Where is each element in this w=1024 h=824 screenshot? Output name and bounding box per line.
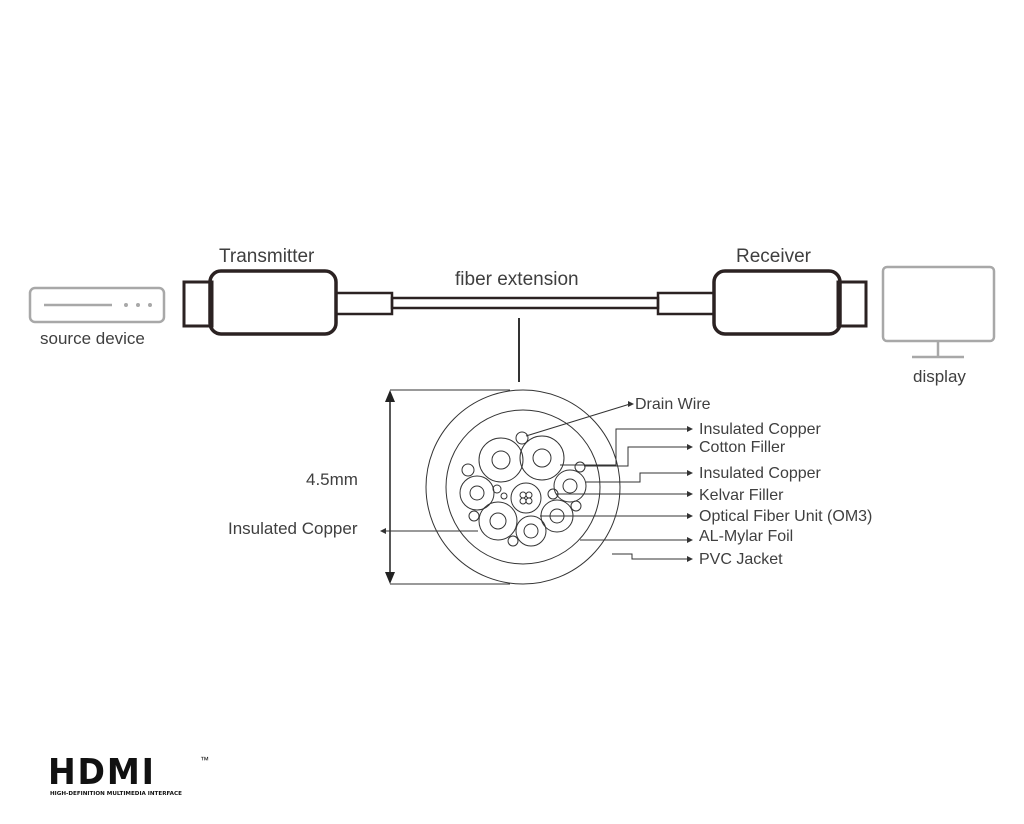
receiver-connector [656, 269, 868, 336]
kelvar-filler-label: Kelvar Filler [699, 487, 784, 504]
diameter-dimension [385, 389, 510, 585]
hdmi-trademark: ™ [200, 755, 209, 765]
insulated-copper-label-2: Insulated Copper [699, 465, 822, 482]
pvc-jacket-label: PVC Jacket [699, 551, 783, 568]
callout-arrowheads [628, 401, 693, 562]
hdmi-wordmark: HDMI [48, 752, 156, 794]
source-device-label: source device [40, 329, 145, 348]
hdmi-logo: HDMI ™ HIGH-DEFINITION MULTIMEDIA INTERF… [48, 752, 209, 797]
transmitter-label: Transmitter [219, 246, 315, 267]
diameter-label: 4.5mm [306, 470, 358, 489]
callout-leaders [525, 403, 688, 560]
transmitter-connector [182, 269, 394, 336]
cable-cross-section [425, 389, 621, 585]
display-label: display [913, 367, 966, 386]
al-mylar-foil-label: AL-Mylar Foil [699, 528, 793, 545]
cotton-filler-label: Cotton Filler [699, 439, 786, 456]
receiver-label: Receiver [736, 246, 812, 267]
source-device-icon [28, 286, 166, 324]
fiber-cable [390, 296, 660, 310]
display-icon [881, 265, 996, 359]
left-insulated-copper-label: Insulated Copper [228, 519, 358, 538]
insulated-copper-label-1: Insulated Copper [699, 421, 822, 438]
fiber-extension-label: fiber extension [455, 269, 579, 290]
drain-wire-label: Drain Wire [635, 396, 711, 413]
hdmi-tagline: HIGH-DEFINITION MULTIMEDIA INTERFACE [50, 791, 182, 797]
optical-fiber-unit-label: Optical Fiber Unit (OM3) [699, 508, 872, 525]
